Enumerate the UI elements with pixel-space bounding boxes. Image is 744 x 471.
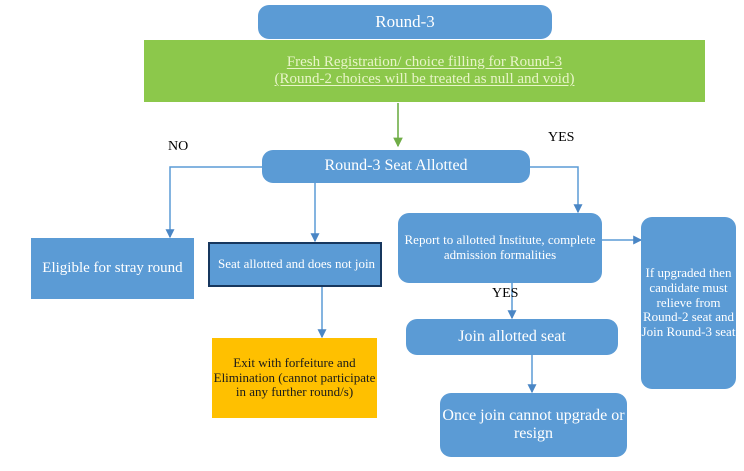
node-fresh-registration[interactable]: Fresh Registration/ choice filling for R… [144, 40, 705, 102]
node-round-3-seat-allotted[interactable]: Round-3 Seat Allotted [262, 150, 530, 183]
fresh-registration-line-1: Fresh Registration/ choice filling for R… [286, 53, 563, 70]
label-yes-right: YES [548, 130, 575, 145]
label-no: NO [168, 139, 189, 154]
node-join-allotted-seat[interactable]: Join allotted seat [406, 319, 618, 355]
node-round-3[interactable]: Round-3 [258, 5, 552, 39]
node-exit-with-forfeiture[interactable]: Exit with forfeiture and Elimination (ca… [212, 338, 377, 418]
node-if-upgraded[interactable]: If upgraded then candidate must relieve … [641, 217, 736, 389]
edge-no-to-stray [165, 166, 262, 239]
edge-yes-to-report [530, 166, 583, 214]
label-yes-middle: YES [492, 286, 519, 301]
node-eligible-for-stray-round[interactable]: Eligible for stray round [31, 238, 194, 299]
fresh-registration-line-2: (Round-2 choices will be treated as null… [274, 71, 575, 87]
node-once-join-cannot-upgrade[interactable]: Once join cannot upgrade or resign [440, 393, 627, 457]
node-report-to-allotted-institute[interactable]: Report to allotted Institute, complete a… [398, 213, 602, 283]
node-seat-allotted-does-not-join[interactable]: Seat allotted and does not join [208, 242, 382, 287]
